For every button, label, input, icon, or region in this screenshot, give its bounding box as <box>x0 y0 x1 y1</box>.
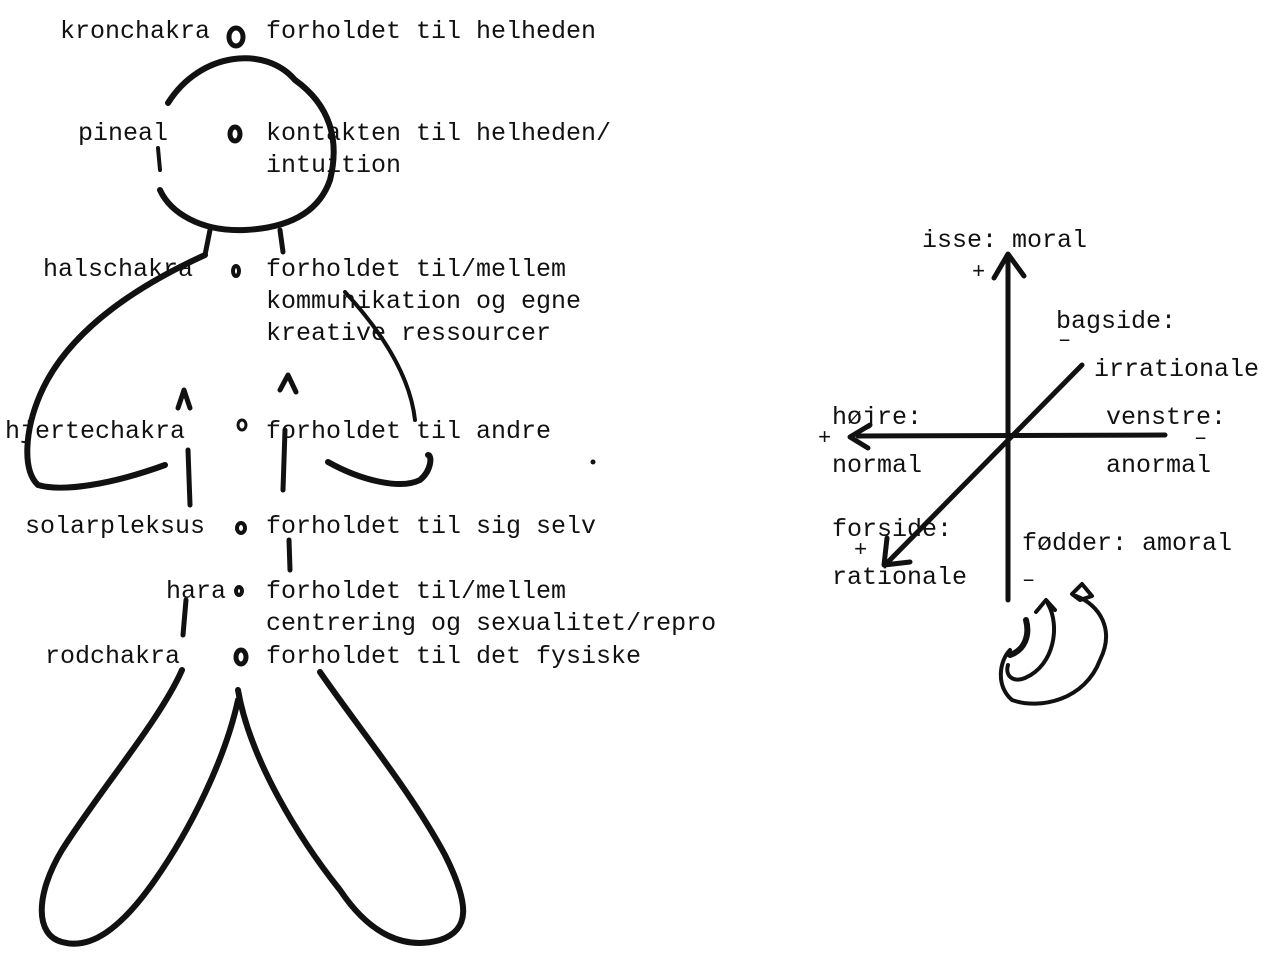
axis-sign-up: + <box>972 260 986 285</box>
chakra-name: hara <box>166 577 227 606</box>
figure-right-arm <box>343 290 417 422</box>
rotation-arrow-3 <box>1070 582 1094 602</box>
figure-neck-left <box>202 227 213 258</box>
chakra-name: kronchakra <box>60 17 211 46</box>
figure-left-leg <box>38 667 241 947</box>
axis-label-front: forside: <box>832 515 953 544</box>
figure-left-side-lower <box>180 597 189 638</box>
axis-label-right: venstre: <box>1106 403 1227 432</box>
axis-sign-down: – <box>1022 568 1036 593</box>
figure-right-hand <box>325 452 434 487</box>
chakra-name: solarpleksus <box>25 512 206 541</box>
chakra-name: pineal <box>78 119 169 148</box>
figure-neck-right <box>277 227 286 255</box>
axis-label-up: isse: moral <box>922 226 1088 255</box>
axis-diagonal-arrowhead <box>881 535 913 568</box>
rotation-loop-outer <box>998 594 1108 706</box>
figure-right-side-lower <box>286 537 293 573</box>
axis-label-back: irrationale <box>1094 355 1260 384</box>
axis-label-down: fødder: amoral <box>1022 529 1233 558</box>
figure-head <box>157 55 337 234</box>
chakra-name: hjertechakra <box>5 417 186 446</box>
chakra-name: rodchakra <box>45 642 181 671</box>
chakra-point-rodchakra <box>233 647 249 667</box>
chakra-description: forholdet til/mellem <box>266 577 567 606</box>
axis-label-front: rationale <box>832 563 968 592</box>
chakra-description: forholdet til helheden <box>266 17 597 46</box>
figure-right-side <box>280 427 288 493</box>
chakra-description: forholdet til det fysiske <box>266 642 642 671</box>
chakra-description: centrering og sexualitet/repro <box>266 609 717 638</box>
chakra-point-solarpleksus <box>235 521 247 535</box>
rotation-arrow-1 <box>1007 617 1031 658</box>
axis-sign-left: + <box>818 426 832 451</box>
axis-label-left: normal <box>832 451 923 480</box>
chakra-point-kronchakra <box>226 25 246 49</box>
chakra-description: kommunikation og egne <box>266 287 582 316</box>
axis-label-back: bagside: <box>1056 307 1177 336</box>
chakra-description: forholdet til/mellem <box>266 255 567 284</box>
chakra-description: kreative ressourcer <box>266 319 552 348</box>
chakra-point-pineal <box>227 124 243 144</box>
figure-left-side <box>185 447 193 508</box>
chakra-description: intuition <box>266 151 402 180</box>
rotation-arrow-2 <box>1034 598 1057 614</box>
chakra-point-halschakra <box>231 264 241 278</box>
axis-label-left: højre: <box>832 403 923 432</box>
axis-label-right: anormal <box>1106 451 1212 480</box>
figure-head-left-gap <box>156 146 162 172</box>
chakra-description: forholdet til andre <box>266 417 552 446</box>
chakra-description: kontakten til helheden/ <box>266 119 612 148</box>
chakra-point-hara <box>234 585 244 597</box>
rotation-loop-inner <box>1005 602 1056 682</box>
axis-diagonal <box>885 362 1085 565</box>
figure-right-armpit <box>277 372 299 395</box>
axis-sign-front: + <box>854 538 868 563</box>
axis-up-arrowhead <box>991 251 1027 281</box>
axis-left-arrowhead <box>847 422 873 451</box>
chakra-name: halschakra <box>43 255 194 284</box>
figure-left-armpit <box>175 387 193 411</box>
axis-sign-back: – <box>1058 328 1072 353</box>
stray-dot <box>590 459 596 465</box>
axis-sign-right: – <box>1194 426 1208 451</box>
figure-right-leg <box>235 669 467 946</box>
figure-left-arm <box>24 252 208 491</box>
chakra-description: forholdet til sig selv <box>266 512 597 541</box>
chakra-point-hjertechakra <box>236 418 248 432</box>
